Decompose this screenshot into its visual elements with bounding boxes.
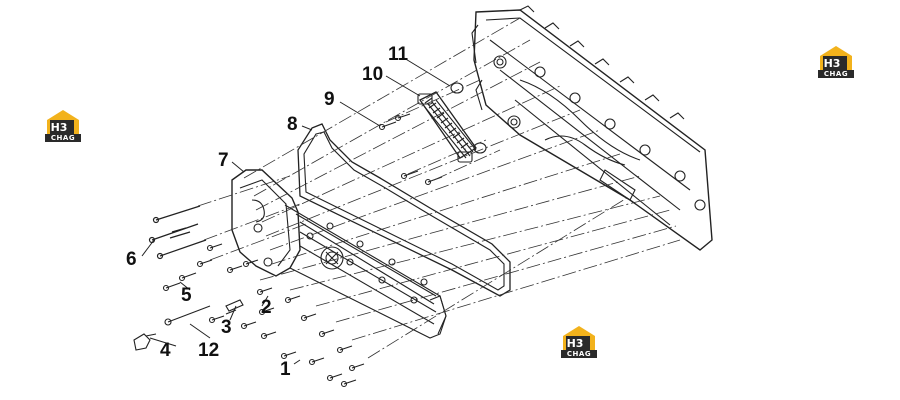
small-fittings: [133, 299, 244, 351]
house-icon: [561, 326, 597, 358]
callout-12: 12: [198, 340, 220, 361]
callout-4: 4: [160, 340, 171, 361]
callout-6: 6: [126, 249, 137, 270]
cooler-bolts: [378, 113, 443, 186]
callout-5: 5: [181, 285, 192, 306]
callout-9: 9: [324, 89, 335, 110]
callout-7: 7: [218, 150, 229, 171]
house-icon: [45, 110, 81, 142]
house-icon: [818, 46, 854, 78]
brand-logo-left: H3 CHAG: [45, 108, 81, 142]
brand-logo-top-right: H3 CHAG: [818, 44, 854, 78]
short-bolts: [162, 243, 365, 388]
long-bolts: [148, 205, 207, 260]
callout-3: 3: [221, 317, 232, 338]
callout-11: 11: [388, 44, 409, 65]
callout-1: 1: [280, 359, 291, 380]
alignment-lines: [197, 17, 681, 359]
callout-8: 8: [287, 114, 298, 135]
o-ring-upper: [450, 82, 464, 94]
oil-cooler-cover: [231, 169, 447, 339]
brand-logo-bottom: H3 CHAG: [561, 324, 597, 358]
callout-10: 10: [362, 64, 384, 85]
callout-2: 2: [261, 297, 272, 318]
oil-cooler-core: [417, 91, 477, 163]
